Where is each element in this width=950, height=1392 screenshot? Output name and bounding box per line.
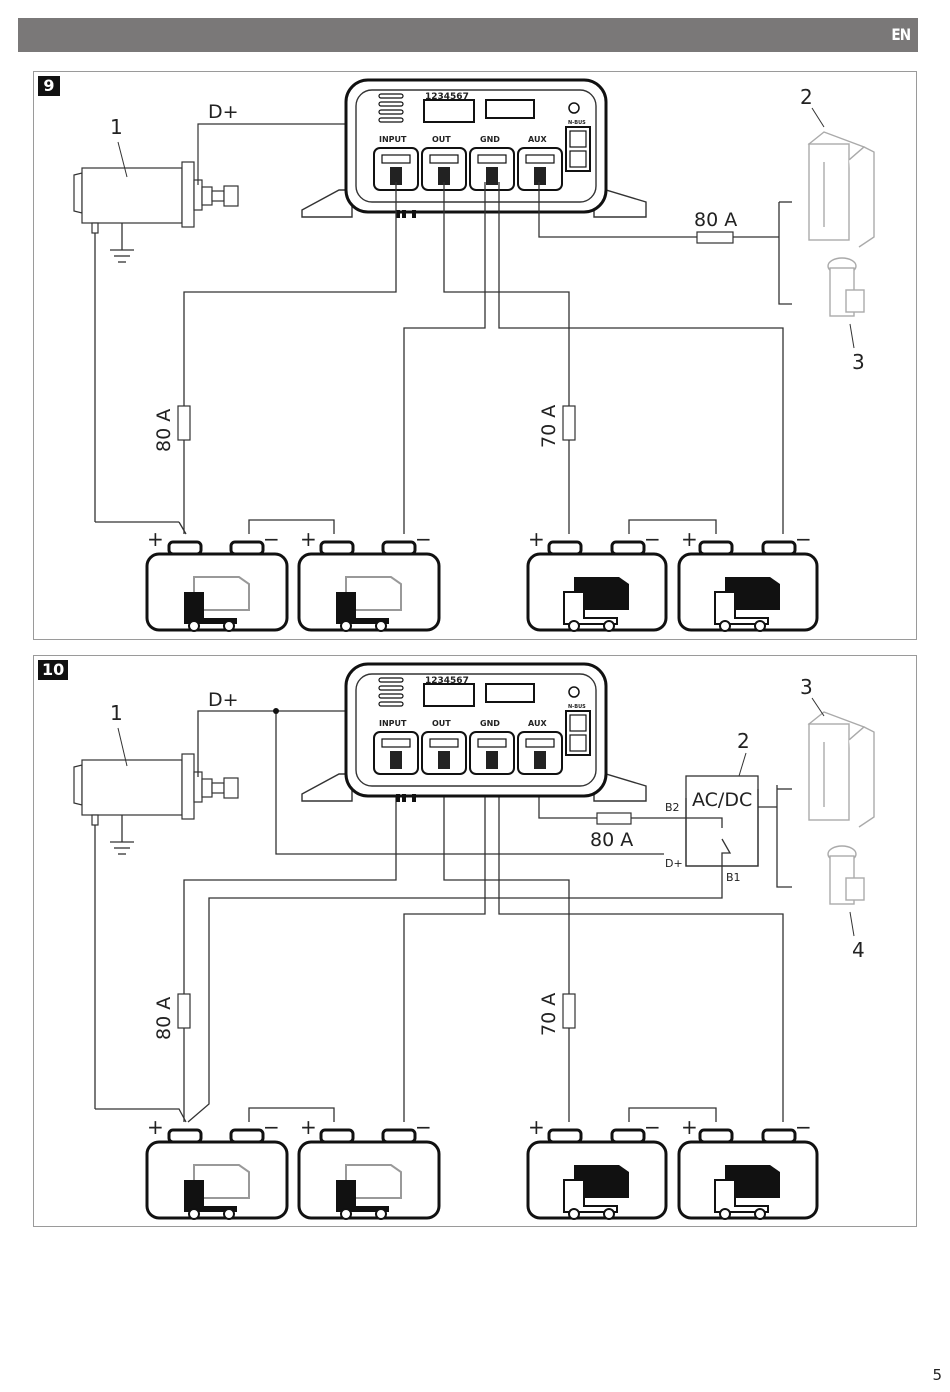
- port-label-gnd: GND: [480, 719, 500, 728]
- terminal-minus: −: [644, 1115, 661, 1139]
- dip-switch-label: 1234567: [425, 92, 469, 102]
- battery-service-2: [677, 1128, 819, 1220]
- port-label-input: INPUT: [379, 719, 407, 728]
- battery-starter-1: [145, 540, 289, 632]
- terminal-plus: +: [681, 527, 698, 551]
- d-plus-label: D+: [208, 101, 239, 123]
- acdc-label: AC/DC: [692, 789, 752, 811]
- terminal-minus: −: [415, 1115, 432, 1139]
- wires: [183, 182, 792, 534]
- dc-dc-charger-icon: 1234567 INPUT OUT GND AUX N-BUS: [301, 78, 647, 218]
- fuse-label-aux: 80 A: [590, 829, 633, 851]
- terminal-minus: −: [263, 1115, 280, 1139]
- coffee-maker-icon: [827, 257, 865, 317]
- acdc-charger-box: [685, 775, 759, 867]
- header-bar: EN: [18, 18, 918, 52]
- port-label-aux: AUX: [528, 135, 547, 144]
- refrigerator-icon: [807, 711, 875, 828]
- figure-number: 9: [38, 76, 60, 96]
- figure-number: 10: [38, 660, 69, 680]
- alternator-icon: [73, 753, 239, 826]
- camper-icon: [725, 577, 780, 610]
- callout-4: 4: [852, 938, 865, 962]
- figure-10: 10 1 D+: [33, 655, 917, 1227]
- fuse-label-service: 70 A: [538, 993, 560, 1036]
- dc-dc-charger-icon: 1234567 INPUT OUT GND AUX N-BUS: [301, 662, 647, 802]
- figure-9: 9 1 D+: [33, 71, 917, 640]
- fuse-label-starter: 80 A: [153, 409, 175, 452]
- camper-icon: [725, 1165, 780, 1198]
- terminal-plus: +: [300, 527, 317, 551]
- ground-icon: [110, 815, 134, 855]
- callout-1: 1: [110, 115, 123, 139]
- alternator-icon: [73, 161, 239, 234]
- battery-service-2: [677, 540, 819, 632]
- fuse-label-aux: 80 A: [694, 209, 737, 231]
- pin-b2: B2: [665, 801, 680, 814]
- wiring-diagram-9: 1 D+ 1234567 INPUT OUT GND AUX: [73, 78, 875, 632]
- battery-starter-2: [297, 540, 441, 632]
- fuse-label-service: 70 A: [538, 405, 560, 448]
- terminal-minus: −: [415, 527, 432, 551]
- battery-service-1: [526, 540, 668, 632]
- language-label: EN: [891, 25, 911, 44]
- port-label-aux: AUX: [528, 719, 547, 728]
- page-number: 5: [932, 1366, 942, 1384]
- terminal-plus: +: [147, 1115, 164, 1139]
- pin-d-plus: D+: [665, 857, 683, 870]
- n-bus-label: N-BUS: [568, 704, 586, 710]
- fuse-icon: [177, 231, 734, 441]
- port-label-input: INPUT: [379, 135, 407, 144]
- terminal-minus: −: [795, 527, 812, 551]
- callout-3: 3: [852, 350, 865, 374]
- callout-3: 3: [800, 675, 813, 699]
- terminal-plus: +: [681, 1115, 698, 1139]
- wiring-diagram-10: 1 D+ AC/DC 2 B2 D+: [73, 662, 875, 1220]
- d-plus-label: D+: [208, 689, 239, 711]
- n-bus-label: N-BUS: [568, 120, 586, 126]
- junction-dot: [273, 708, 279, 714]
- terminal-plus: +: [300, 1115, 317, 1139]
- callout-2: 2: [737, 729, 750, 753]
- terminal-minus: −: [263, 527, 280, 551]
- port-label-out: OUT: [432, 719, 451, 728]
- terminal-plus: +: [528, 1115, 545, 1139]
- terminal-minus: −: [795, 1115, 812, 1139]
- camper-icon: [574, 577, 629, 610]
- callout-2: 2: [800, 85, 813, 109]
- callout-1: 1: [110, 701, 123, 725]
- coffee-maker-icon: [827, 845, 865, 905]
- terminal-plus: +: [528, 527, 545, 551]
- dip-switch-label: 1234567: [425, 676, 469, 686]
- terminal-minus: −: [644, 527, 661, 551]
- port-label-out: OUT: [432, 135, 451, 144]
- fuse-icon: [177, 812, 632, 1029]
- battery-starter-1: [145, 1128, 289, 1220]
- battery-service-1: [526, 1128, 668, 1220]
- pin-b1: B1: [726, 871, 741, 884]
- fuse-label-starter: 80 A: [153, 997, 175, 1040]
- port-label-gnd: GND: [480, 135, 500, 144]
- terminal-plus: +: [147, 527, 164, 551]
- ground-icon: [110, 223, 134, 263]
- battery-starter-2: [297, 1128, 441, 1220]
- camper-icon: [574, 1165, 629, 1198]
- refrigerator-icon: [807, 131, 875, 248]
